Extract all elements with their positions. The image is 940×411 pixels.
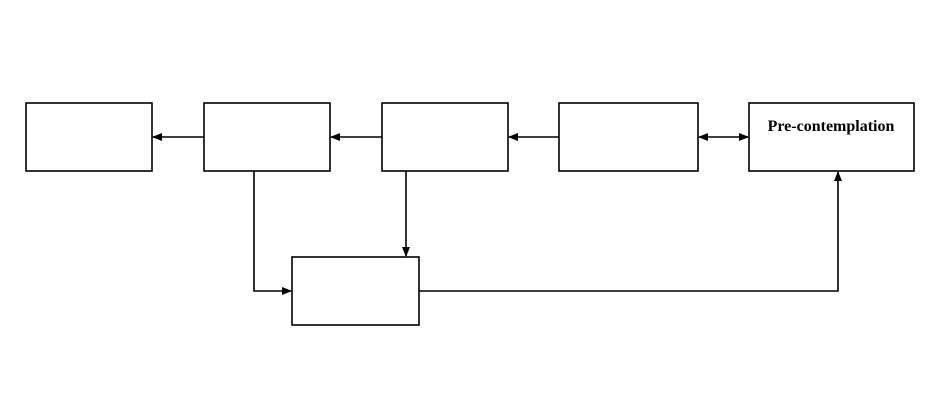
box-1 [25,102,153,172]
arrow-bottom-to-precontemplation [419,171,842,292]
box-4 [558,102,699,172]
pre-contemplation-box: Pre-contemplation [748,102,915,172]
bottom-box [291,256,420,326]
box-3 [381,102,509,172]
pre-contemplation-label: Pre-contemplation [768,118,895,135]
box-2 [203,102,331,172]
arrow-box2-to-bottom [253,171,292,295]
